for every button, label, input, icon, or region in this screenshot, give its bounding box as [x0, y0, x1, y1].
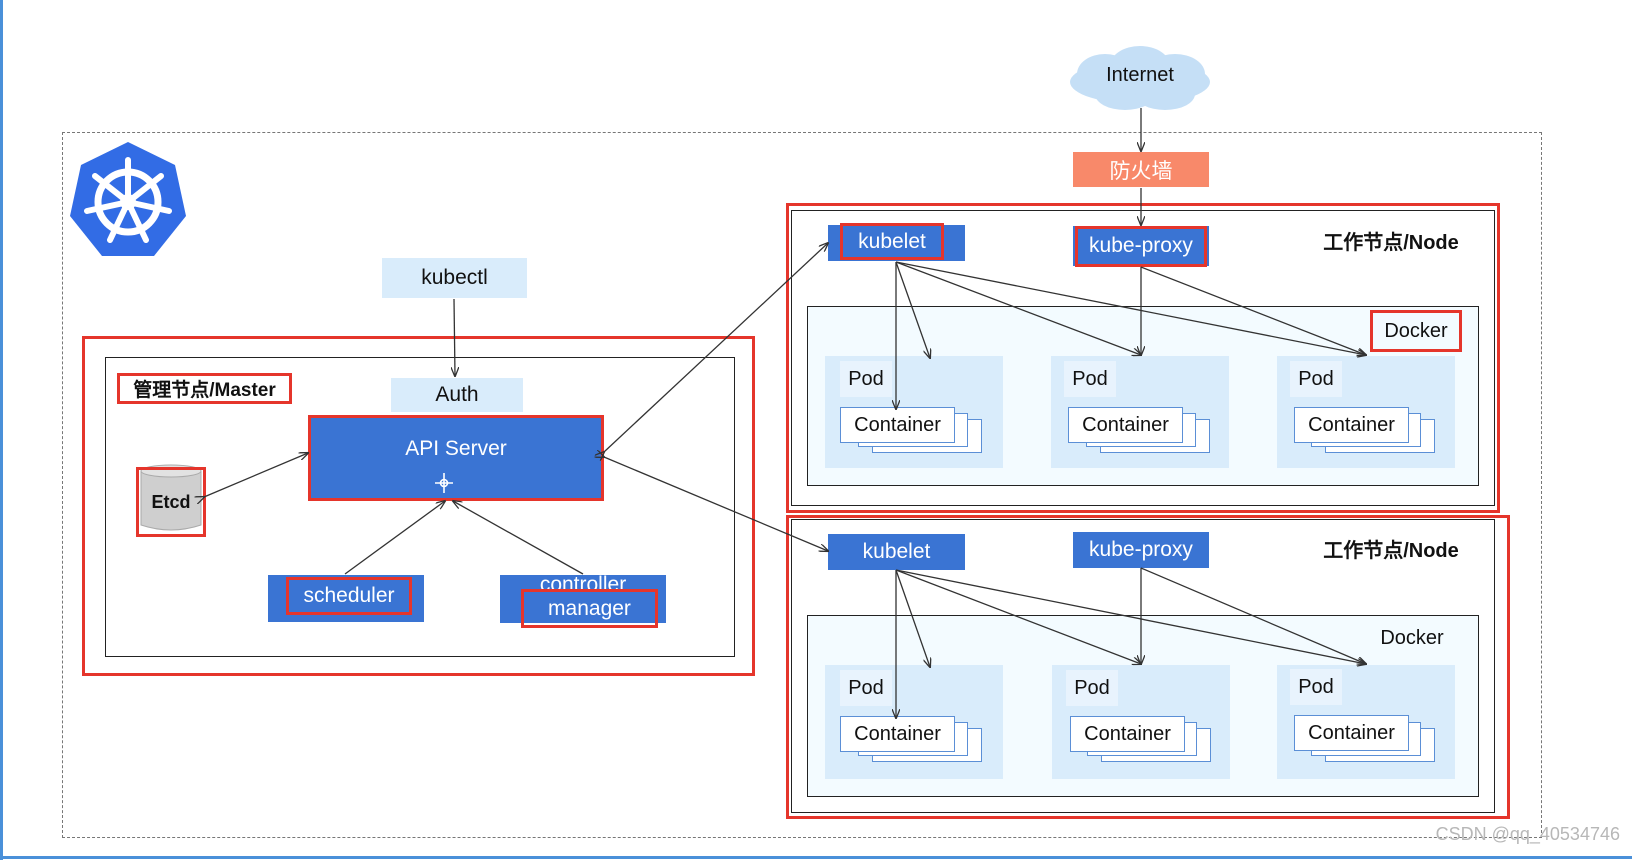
- node2-title: 工作节点/Node: [1323, 539, 1459, 562]
- node1-kubelet-label: kubelet: [840, 223, 944, 260]
- master-title: 管理节点/Master: [117, 373, 292, 404]
- bottom-edge-line: [0, 856, 1632, 859]
- kubernetes-logo-icon: [70, 142, 186, 256]
- node2-highlight: [786, 515, 1510, 819]
- controller-manager-box: [500, 575, 666, 623]
- node2-pod3-label: Pod: [1290, 669, 1342, 705]
- auth-box: Auth: [391, 378, 523, 412]
- cluster-boundary: [62, 132, 1542, 838]
- kubectl-box: kubectl: [382, 258, 527, 298]
- node2-docker-label: Docker: [1380, 626, 1444, 649]
- node1-docker-label: Docker: [1370, 310, 1462, 352]
- node2-pod2-container: Container: [1070, 716, 1185, 752]
- node2-pod3-container: Container: [1294, 715, 1409, 751]
- firewall-box: 防火墙: [1073, 152, 1209, 187]
- node2-pod1-label: Pod: [840, 670, 892, 706]
- node1-kube-proxy-box: kube-proxy: [1073, 226, 1209, 266]
- node2-pod2-label: Pod: [1066, 670, 1118, 706]
- left-edge-line: [0, 0, 3, 860]
- node1-pod2-container: Container: [1068, 407, 1183, 443]
- node2-frame: [791, 519, 1495, 813]
- internet-label: Internet: [1106, 63, 1174, 86]
- api-server-box: API Server: [310, 417, 602, 499]
- manager-label: manager: [521, 589, 658, 628]
- watermark-text: CSDN @qq_40534746: [1435, 824, 1620, 844]
- scheduler-label: scheduler: [286, 577, 412, 615]
- node1-title: 工作节点/Node: [1323, 231, 1459, 254]
- node1-kube-proxy-highlight: [1075, 226, 1207, 267]
- node2-pod1-container: Container: [840, 716, 955, 752]
- move-cursor-icon: [435, 473, 453, 493]
- node1-pod3-label: Pod: [1290, 361, 1342, 397]
- node1-pod2-label: Pod: [1064, 361, 1116, 397]
- node1-pod3-container: Container: [1294, 407, 1409, 443]
- node1-pod1-label: Pod: [840, 361, 892, 397]
- node2-kubelet-box: kubelet: [828, 534, 965, 570]
- internet-cloud-icon: [1070, 46, 1210, 110]
- node2-kube-proxy-box: kube-proxy: [1073, 532, 1209, 568]
